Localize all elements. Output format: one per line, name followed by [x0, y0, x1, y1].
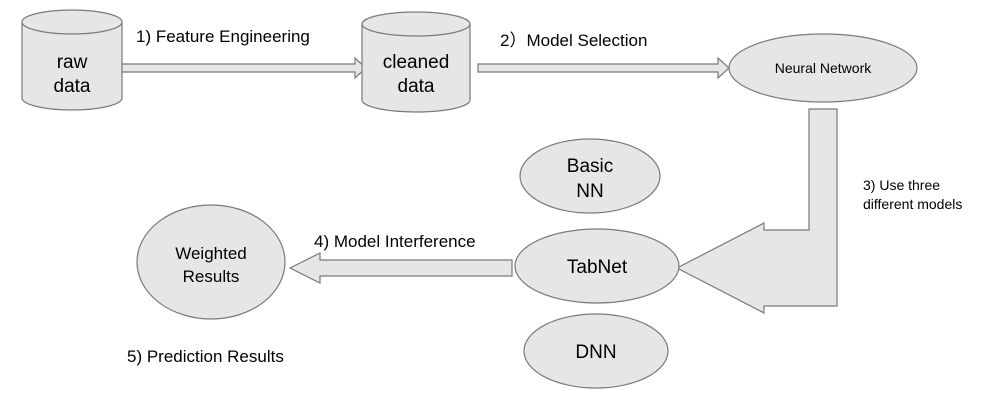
neural-network-node [728, 33, 918, 103]
tabnet-node [514, 228, 680, 304]
basic-nn-label-line2: NN [576, 181, 603, 202]
cleaned-data-label-line1: cleaned [383, 52, 450, 73]
weighted-results-label-line2: Results [183, 267, 240, 286]
weighted-results-label-line1: Weighted [175, 244, 247, 263]
step1-label: 1) Feature Engineering [136, 27, 310, 46]
weighted-results-node [136, 204, 286, 320]
step3-label-line1: 3) Use three [863, 177, 940, 193]
raw-data-cylinder-top [21, 9, 123, 35]
cleaned-data-cylinder-top [361, 11, 471, 37]
step4-label: 4) Model Interference [314, 232, 476, 251]
dnn-node [523, 313, 669, 389]
basic-nn-node [519, 138, 661, 214]
step5-label: 5) Prediction Results [127, 347, 284, 366]
model-selection-arrow [477, 56, 730, 80]
raw-data-label-line1: raw [57, 52, 88, 73]
raw-data-cylinder-body [21, 22, 123, 111]
tabnet-label: TabNet [567, 257, 628, 278]
raw-data-label-line2: data [54, 76, 91, 97]
cleaned-data-cylinder-body [361, 24, 471, 113]
use-three-models-arrow [675, 108, 838, 314]
neural-network-label: Neural Network [775, 60, 872, 76]
raw-data-cylinder: raw data [21, 9, 123, 111]
cleaned-data-label-line2: data [398, 76, 435, 97]
dnn-label: DNN [575, 342, 616, 363]
basic-nn-label-line1: Basic [567, 156, 613, 177]
step3-label-line2: different models [863, 196, 962, 212]
step2-label: 2）Model Selection [500, 31, 647, 50]
feature-engineering-arrow [121, 56, 367, 80]
cleaned-data-cylinder: cleaned data [361, 11, 471, 113]
model-interference-arrow [288, 252, 513, 284]
